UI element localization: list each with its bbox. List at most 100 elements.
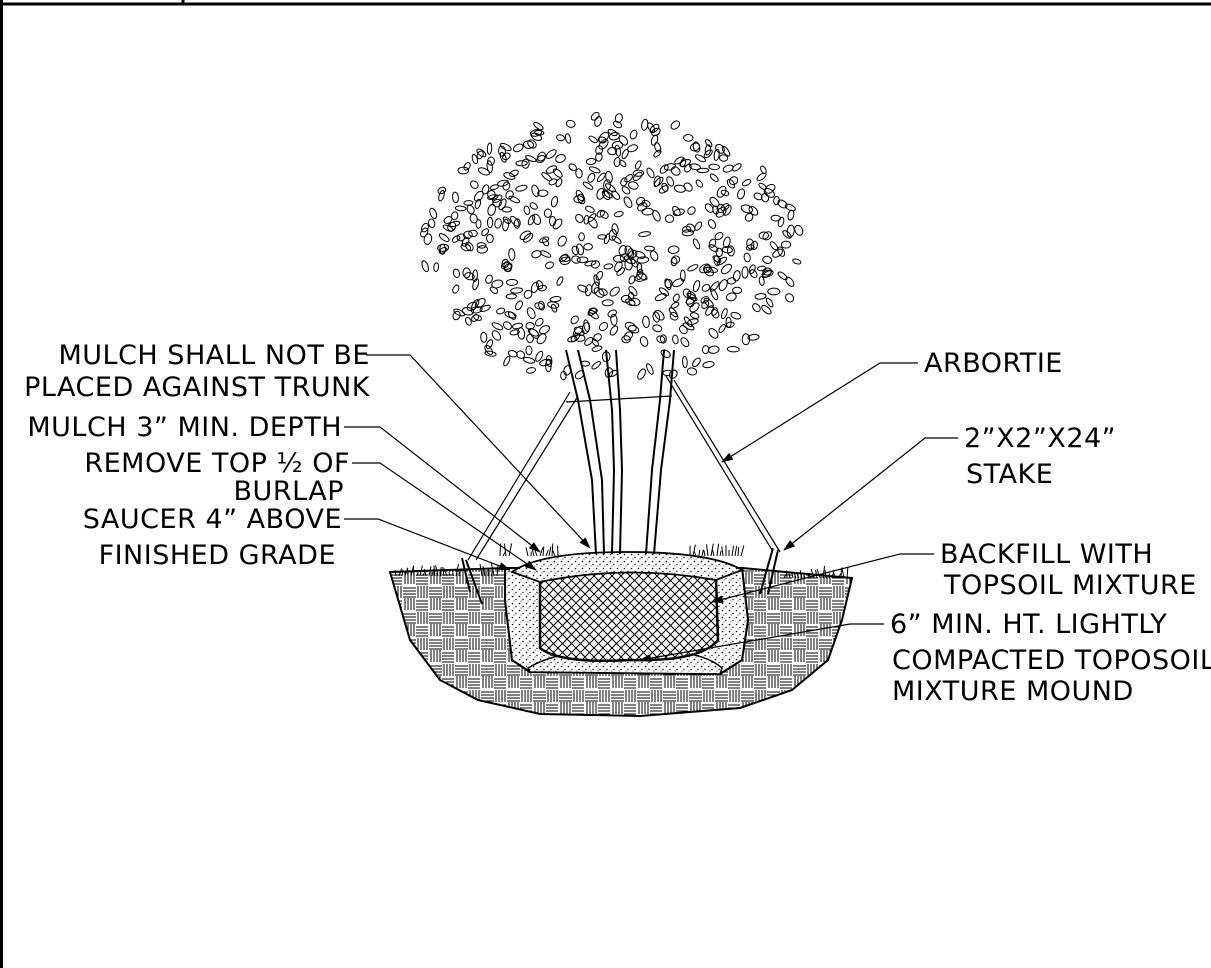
leaf [498,198,507,211]
grass-blade [548,546,552,557]
leaf [761,304,772,315]
leaf [525,367,537,374]
leaf [428,218,436,229]
leaf [687,318,699,326]
leaf [722,236,731,249]
leaf [468,229,478,238]
leaf [588,135,598,144]
leaf [669,312,679,321]
leaf [773,195,780,206]
leaf [485,274,493,284]
leaf [705,305,714,316]
leaf [454,205,467,212]
leaf [433,262,440,272]
leaf [491,322,504,331]
leaf [523,289,533,299]
leaf [479,304,491,313]
leaf [701,284,711,292]
leaf [694,221,703,231]
grass-blade [791,572,794,579]
stakes-and-ties [461,375,781,605]
leaf [591,361,601,370]
grass-blade [545,549,549,557]
leaf [695,179,704,188]
leaf [487,190,496,199]
leaf [680,269,686,282]
grass-blade [539,547,544,557]
label-stake-line2: STAKE [966,459,1053,490]
leaf [497,179,509,187]
leaf [609,286,620,297]
leaf [464,272,475,281]
leaf [423,233,433,245]
leaf [506,278,518,286]
leaf [716,185,727,198]
leaf [501,258,510,268]
leaf [565,119,576,128]
leaf [762,231,773,241]
grass-blade [442,566,445,577]
leaf [571,245,580,256]
leaf [762,270,772,279]
leaf [616,267,626,276]
leaf [689,302,700,313]
grass-blade [508,543,513,557]
leaf [652,324,663,333]
leaf [601,190,611,201]
leaf [583,214,590,225]
leaf [463,162,471,171]
leaf [704,203,714,213]
leaf [700,296,710,304]
leaf [489,286,499,294]
leaf [593,333,602,342]
leaf [560,370,567,381]
leaf [695,154,706,163]
leaf [718,279,728,292]
leaf [705,266,719,273]
leaf [714,231,724,241]
leaf [743,252,751,263]
leaf [696,167,710,174]
leaf [575,213,584,224]
leaf [748,264,756,275]
leaf [577,193,586,205]
leaf [451,235,461,243]
grass-blade [479,564,483,577]
leaf [794,224,804,236]
leaf [642,315,650,329]
leaf [708,328,719,339]
leaf [687,206,696,215]
leaf [477,167,490,176]
leaf [651,127,661,137]
leaf [525,155,537,163]
leaf [456,233,466,242]
leaf [608,131,620,141]
leaf [667,245,680,254]
leaf [792,258,802,265]
leaf [502,181,511,191]
leaf [745,244,755,251]
grass-blade [412,566,415,577]
leaf [659,334,667,344]
leaf [580,360,591,367]
grass-blade [785,570,788,579]
leaf [533,121,544,131]
leaf [585,157,597,166]
tree-trunks [565,349,675,555]
leaf [437,186,447,195]
grass-blade [482,566,486,577]
grass-blade [490,571,494,577]
leaf [438,233,450,243]
leaf [777,246,786,257]
leaf [584,336,594,346]
leaf [605,170,613,184]
leaf [741,179,752,187]
leaf [471,298,480,311]
leaf [534,302,544,310]
leaf [587,172,596,183]
leaf [515,300,523,311]
label-remove-burlap-line1: REMOVE TOP ½ OF [84,448,350,479]
leaf [503,321,512,330]
leaf [598,288,608,296]
leaf [623,331,634,341]
